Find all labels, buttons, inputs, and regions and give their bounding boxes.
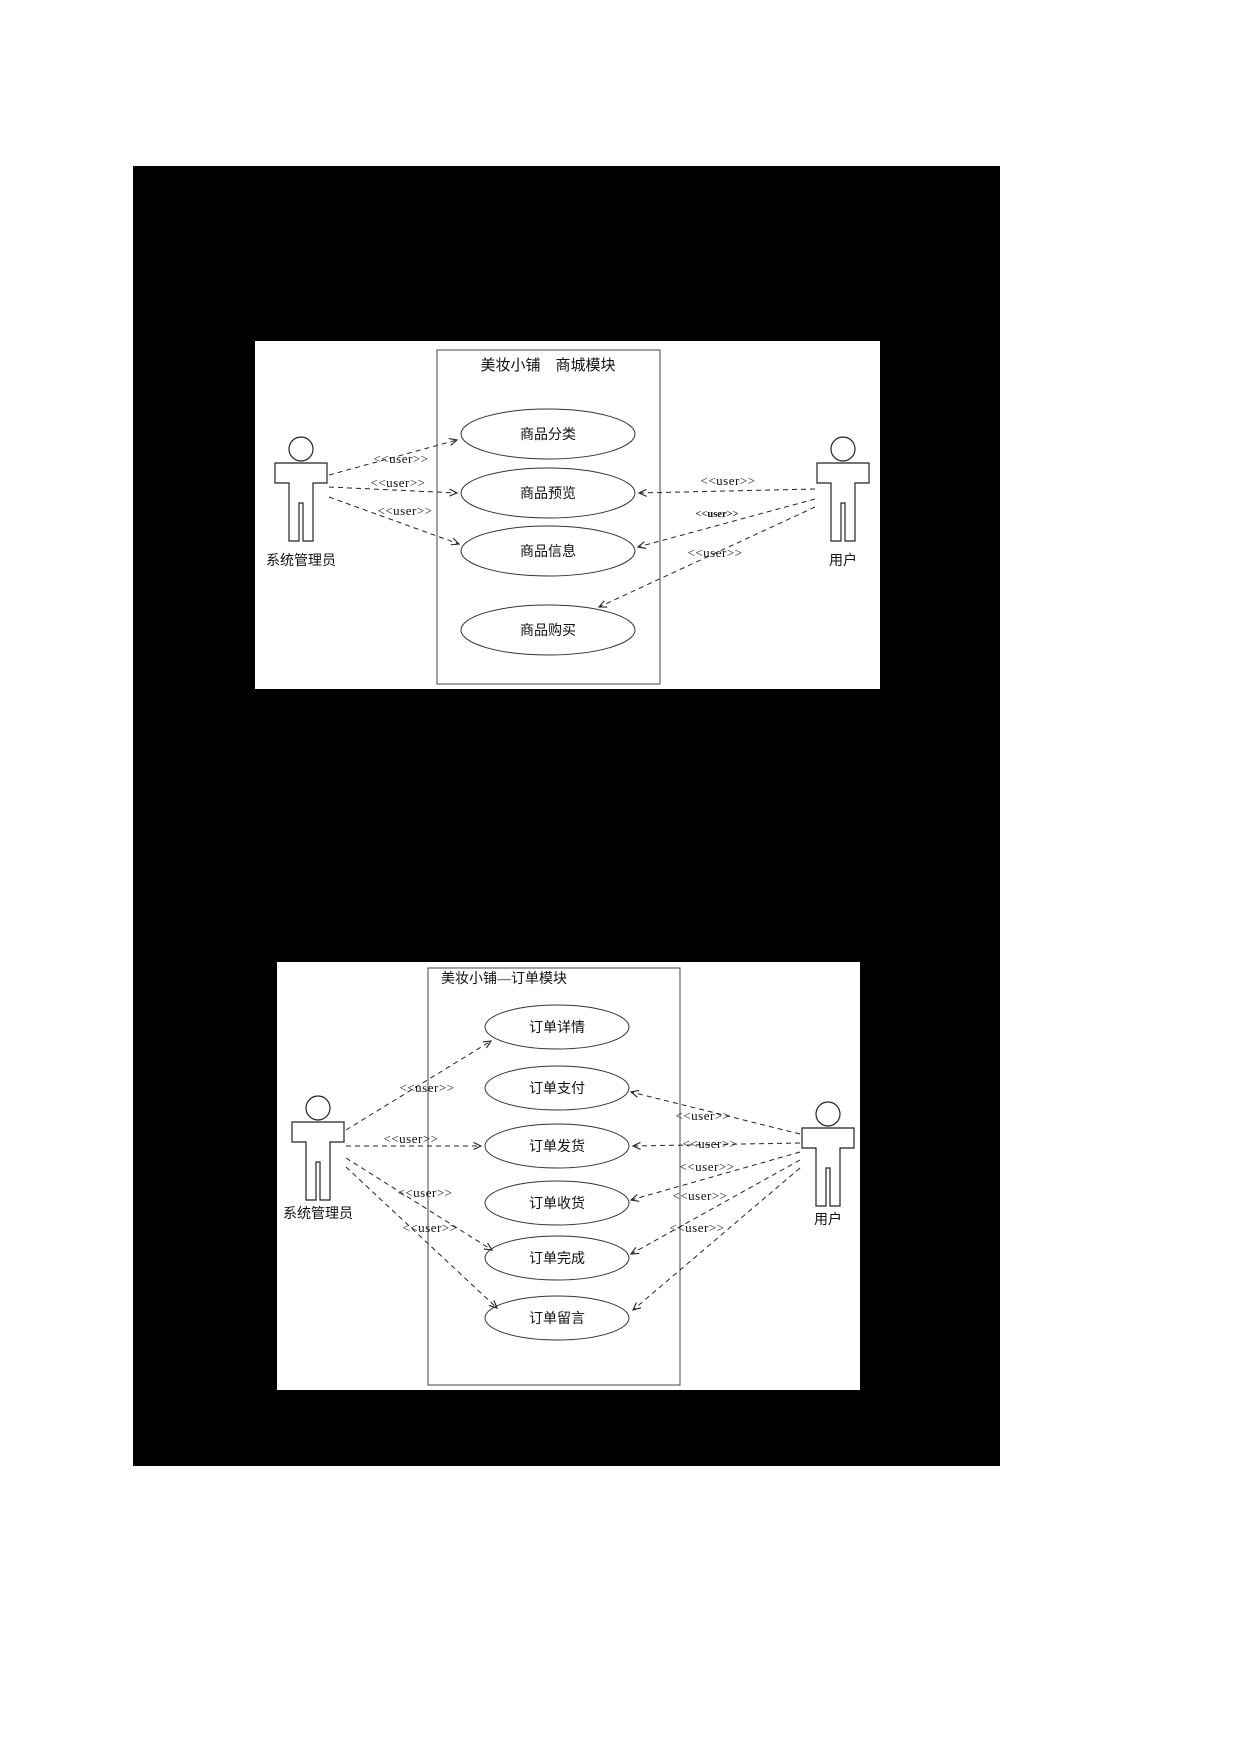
association-arrow: [345, 1157, 494, 1251]
stereotype-label: <<user>>: [680, 1159, 735, 1174]
stereotype-label: <<user>>: [701, 473, 756, 488]
stereotype-label: <<user>>: [384, 1131, 439, 1146]
use-case-product-info: 商品信息: [460, 525, 636, 577]
use-case-product-category: 商品分类: [460, 408, 636, 460]
use-case-ellipse: [460, 467, 636, 519]
association-arrow: [345, 1040, 493, 1131]
association-arrow: [631, 1141, 801, 1150]
actor-label: 系统管理员: [283, 1206, 353, 1222]
use-case-product-purchase: 商品购买: [460, 604, 636, 656]
association-arrow: [597, 506, 816, 608]
associations: <<user>> <<user>> <<user>> <<user>> <<us…: [345, 1040, 801, 1311]
actor-system-admin: 系统管理员: [266, 436, 336, 569]
use-case-ellipse: [484, 1065, 630, 1111]
actor-label: 用户: [829, 552, 857, 569]
use-case-ellipse: [460, 408, 636, 460]
system-boundary-box: [436, 349, 661, 685]
stereotype-label: <<user>>: [695, 509, 738, 520]
use-case-order-receipt: 订单收货: [484, 1180, 630, 1226]
actor-user: 用户: [801, 1101, 855, 1228]
stereotype-label: <<user>>: [403, 1220, 458, 1235]
association-arrow: [636, 498, 816, 549]
association-arrow: [632, 1167, 801, 1311]
use-case-ellipse: [484, 1295, 630, 1341]
stereotype-label: <<user>>: [378, 503, 433, 518]
stereotype-label: <<user>>: [673, 1188, 728, 1203]
system-boundary-box: [427, 967, 681, 1386]
diagram-canvas: 美妆小铺 商城模块 商品分类 商品预览 商品信息 商品购买: [133, 166, 1000, 1466]
actor-body: [801, 1127, 855, 1207]
use-case-ellipse: [484, 1180, 630, 1226]
use-case-label: 商品预览: [520, 486, 576, 502]
actor-head: [830, 436, 856, 462]
use-case-label: 订单发货: [529, 1138, 585, 1155]
order-module-diagram-panel: 美妆小铺—订单模块 订单详情 订单支付 订单发货 订单收货: [277, 962, 860, 1390]
association-arrow: [328, 438, 459, 476]
stereotype-label: <<user>>: [676, 1108, 731, 1123]
actor-body: [291, 1121, 345, 1201]
actor-user: 用户: [816, 436, 870, 569]
mall-module-diagram-panel: 美妆小铺 商城模块 商品分类 商品预览 商品信息 商品购买: [255, 341, 880, 689]
use-case-ellipse: [484, 1123, 630, 1169]
actor-label: 用户: [814, 1211, 842, 1228]
use-case-label: 商品购买: [520, 623, 576, 639]
actor-head: [305, 1095, 331, 1121]
use-case-label: 订单支付: [529, 1081, 585, 1097]
stereotype-label: <<user>>: [670, 1220, 725, 1235]
actor-head: [815, 1101, 841, 1127]
actor-label: 系统管理员: [266, 553, 336, 569]
stereotype-label: <<user>>: [688, 545, 743, 560]
stereotype-label: <<user>>: [398, 1185, 453, 1200]
association-arrow: [629, 1151, 801, 1202]
stereotype-label: <<user>>: [371, 475, 426, 490]
association-arrow: [637, 488, 816, 497]
use-case-order-payment: 订单支付: [484, 1065, 630, 1111]
association-arrow: [345, 1166, 498, 1309]
association-arrow: [328, 486, 459, 497]
diagram-title: 美妆小铺—订单模块: [441, 971, 567, 987]
use-case-order-details: 订单详情: [484, 1004, 630, 1050]
association-arrow: [629, 1089, 801, 1135]
use-case-product-preview: 商品预览: [460, 467, 636, 519]
use-case-ellipse: [484, 1235, 630, 1281]
use-case-label: 商品信息: [520, 543, 576, 560]
use-case-order-complete: 订单完成: [484, 1235, 630, 1281]
stereotype-label: <<user>>: [374, 451, 429, 466]
mall-usecase-svg: 美妆小铺 商城模块 商品分类 商品预览 商品信息 商品购买: [266, 349, 870, 685]
use-case-label: 订单详情: [529, 1020, 585, 1036]
order-usecase-svg: 美妆小铺—订单模块 订单详情 订单支付 订单发货 订单收货: [283, 967, 855, 1386]
use-case-label: 订单完成: [529, 1251, 585, 1267]
use-case-order-shipping: 订单发货: [484, 1123, 630, 1169]
actor-system-admin: 系统管理员: [283, 1095, 353, 1222]
use-case-label: 商品分类: [520, 427, 576, 443]
stereotype-label: <<user>>: [400, 1080, 455, 1095]
use-case-order-message: 订单留言: [484, 1295, 630, 1341]
use-case-label: 订单收货: [529, 1195, 585, 1212]
associations: <<user>> <<user>> <<user>> <<user>> <<us…: [328, 438, 816, 608]
use-case-ellipse: [460, 604, 636, 656]
diagram-title: 美妆小铺 商城模块: [480, 357, 615, 374]
actor-head: [288, 436, 314, 462]
actor-body: [274, 462, 328, 542]
use-case-ellipse: [460, 525, 636, 577]
stereotype-label: <<user>>: [683, 1136, 738, 1151]
use-case-label: 订单留言: [529, 1311, 585, 1327]
actor-body: [816, 462, 870, 542]
use-case-ellipse: [484, 1004, 630, 1050]
